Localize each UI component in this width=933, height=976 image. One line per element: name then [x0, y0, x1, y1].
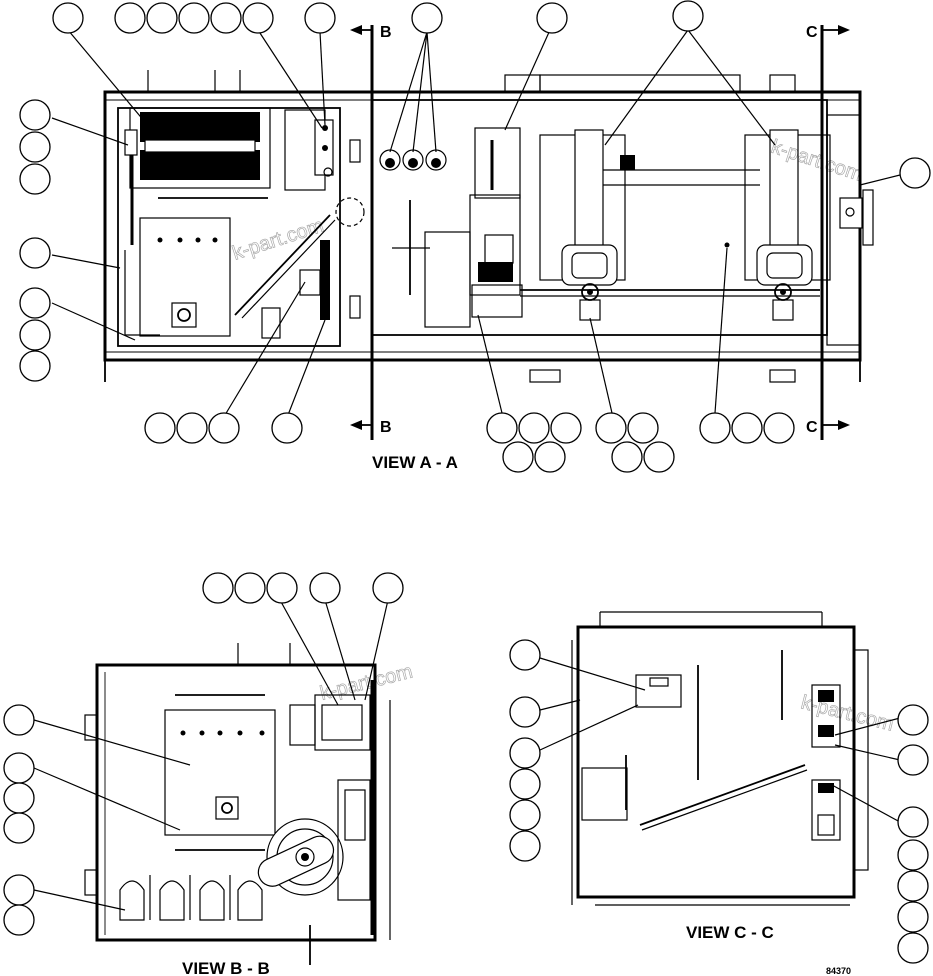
view-b-leaders — [33, 599, 389, 911]
drawing-number: 84370 — [826, 966, 851, 976]
view-a-title: VIEW A - A — [372, 453, 458, 472]
section-marker-c-top: C — [806, 24, 818, 41]
view-a-leaders — [51, 29, 901, 416]
view-a-callouts — [19, 0, 931, 473]
section-marker-b-bottom: B — [380, 419, 392, 436]
view-b-title: VIEW B - B — [182, 959, 270, 976]
section-line-c — [820, 25, 850, 440]
rotary-switch — [257, 818, 344, 896]
view-a-drawing — [103, 70, 874, 383]
watermark-1: k-part.com — [230, 215, 327, 265]
view-b-terminals — [119, 875, 263, 921]
terminal-block — [140, 112, 260, 180]
view-b-fuse-holder — [180, 730, 265, 736]
section-line-b — [350, 25, 374, 440]
watermark-4: k-part.com — [799, 692, 896, 736]
contactor-right — [744, 129, 831, 321]
contactor-left — [539, 129, 635, 321]
watermark-3: k-part.com — [318, 661, 415, 705]
view-c-callouts — [509, 639, 929, 964]
view-b-drawing — [84, 643, 391, 965]
relay-assembly — [469, 127, 523, 318]
view-c-drawing — [571, 611, 869, 906]
view-c-title: VIEW C - C — [686, 923, 774, 942]
section-marker-c-bottom: C — [806, 419, 818, 436]
fuse-holder — [157, 237, 218, 243]
indicator-lamps — [379, 149, 447, 171]
section-marker-b-top: B — [380, 24, 392, 41]
view-b-callouts — [3, 572, 404, 936]
view-c-leaders — [539, 657, 901, 823]
